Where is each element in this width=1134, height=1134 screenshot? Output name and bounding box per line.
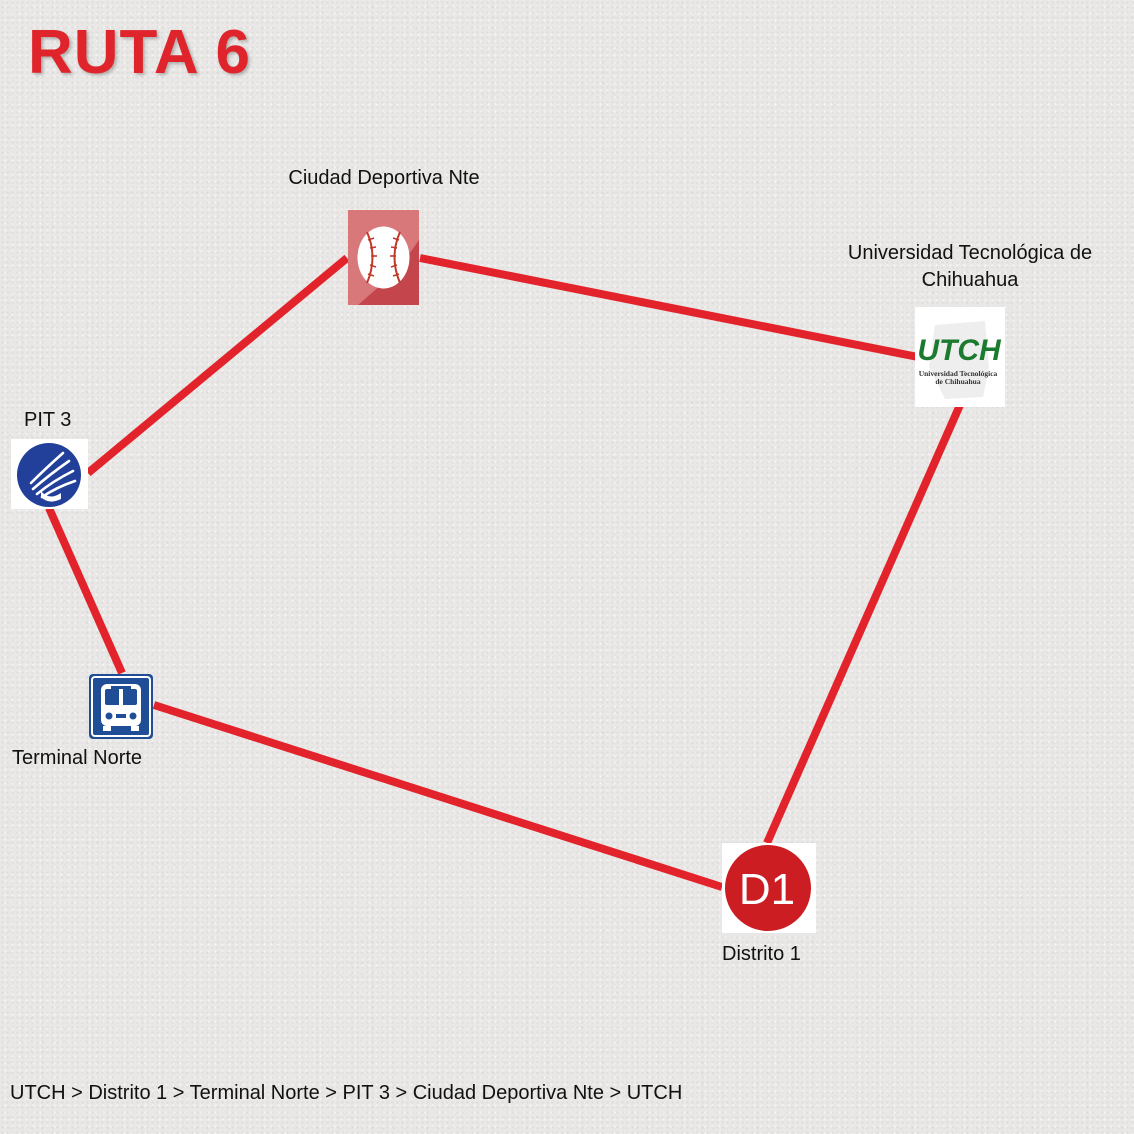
route-title: RUTA 6 xyxy=(28,18,251,87)
baseball-icon xyxy=(348,210,419,305)
d1-logo-text: D1 xyxy=(739,865,795,914)
d1-logo: D1 xyxy=(722,843,816,933)
route-summary: UTCH > Distrito 1 > Terminal Norte > PIT… xyxy=(10,1082,683,1104)
tec-logo-icon xyxy=(11,439,88,509)
route-segment-terminal-pit3 xyxy=(45,506,126,675)
utch-logo-text: UTCH xyxy=(917,334,1002,367)
route-segment-deportiva-utch xyxy=(419,254,919,361)
stop-label-terminal-norte: Terminal Norte xyxy=(12,747,143,769)
stop-label-utch-line2: Chihuahua xyxy=(921,269,1019,291)
stop-label-distrito1: Distrito 1 xyxy=(722,943,801,965)
bus-station-icon xyxy=(89,674,153,739)
utch-logo-subtext-1: Universidad Tecnológica xyxy=(919,369,998,378)
route-segment-distrito1-terminal xyxy=(152,701,724,891)
stop-label-utch: Universidad Tecnológica de Chihuahua xyxy=(820,240,1120,294)
stop-label-utch-line1: Universidad Tecnológica de xyxy=(847,242,1093,264)
stop-label-ciudad-deportiva: Ciudad Deportiva Nte xyxy=(288,167,480,189)
utch-logo-subtext-2: de Chihuahua xyxy=(935,377,980,386)
utch-logo: UTCH Universidad Tecnológica de Chihuahu… xyxy=(915,307,1005,407)
route-segment-pit3-deportiva xyxy=(85,254,350,477)
stop-label-pit3: PIT 3 xyxy=(24,409,72,431)
route-segment-utch-distrito1 xyxy=(763,403,964,845)
